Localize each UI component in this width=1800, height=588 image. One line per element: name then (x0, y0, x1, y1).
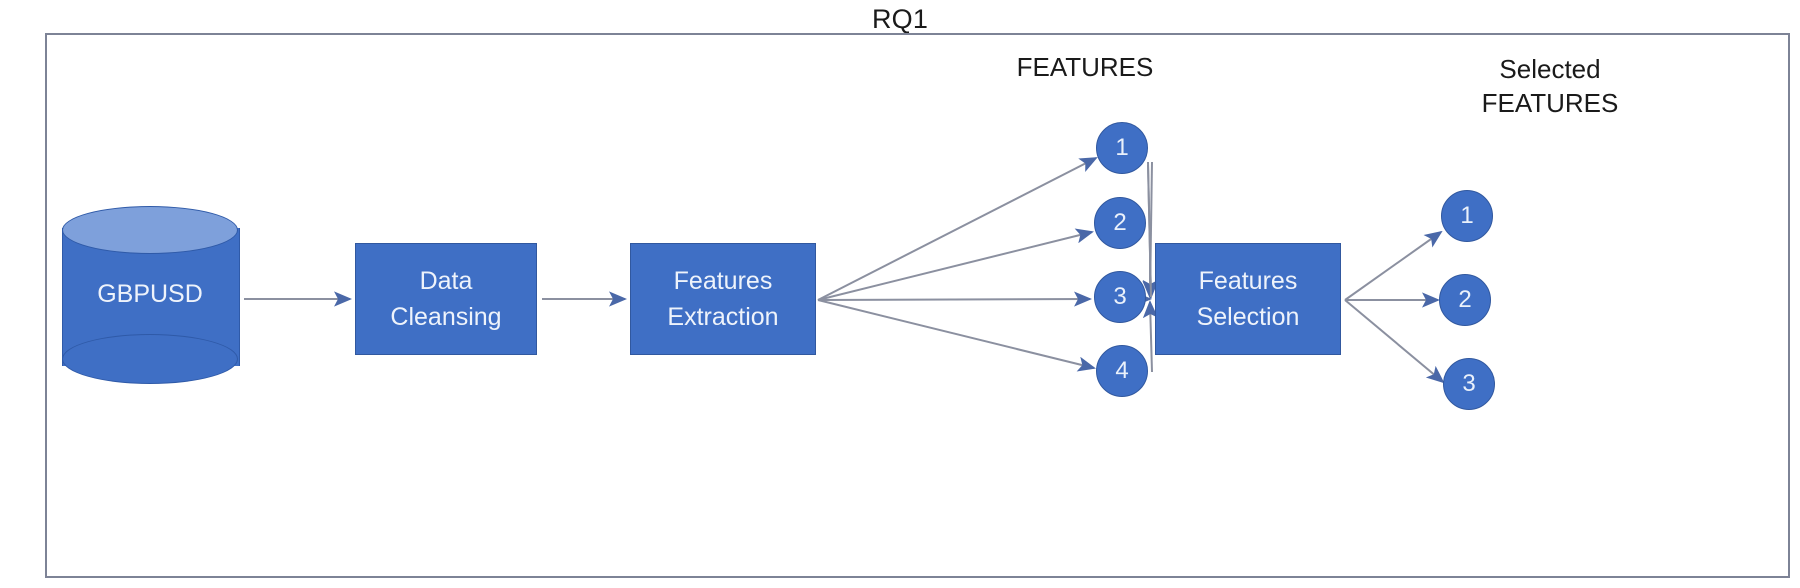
stage-label-line2: Cleansing (390, 303, 502, 331)
page-title: RQ1 (871, 4, 929, 34)
stage-label-line2: Selection (1196, 303, 1300, 331)
stage-label-line1: Features (1198, 267, 1298, 295)
selected-feature-node-label: 1 (1460, 202, 1474, 229)
selected-feature-node-3[interactable]: 3 (1443, 358, 1495, 410)
datasource-label: GBPUSD (97, 280, 203, 308)
feature-node-label: 2 (1113, 209, 1127, 236)
stage-features-extraction[interactable]: Features Extraction (630, 243, 816, 355)
stage-data-cleansing[interactable]: Data Cleansing (355, 243, 537, 355)
stage-features-selection[interactable]: Features Selection (1155, 243, 1341, 355)
feature-node-3[interactable]: 3 (1094, 271, 1146, 323)
stage-label-line1: Data (419, 267, 473, 295)
feature-node-label: 4 (1115, 357, 1129, 384)
stage-label-line1: Features (673, 267, 773, 295)
diagram-frame (45, 33, 1790, 578)
cylinder-top (62, 206, 238, 254)
feature-node-2[interactable]: 2 (1094, 197, 1146, 249)
selected-feature-node-label: 2 (1458, 286, 1472, 313)
datasource-cylinder[interactable]: GBPUSD (62, 206, 240, 388)
selected-features-label-line1: Selected (1499, 54, 1601, 84)
cylinder-bottom (62, 334, 238, 384)
selected-feature-node-label: 3 (1462, 370, 1476, 397)
feature-node-label: 1 (1115, 134, 1129, 161)
feature-node-1[interactable]: 1 (1096, 122, 1148, 174)
selected-features-group-label: Selected FEATURES (1400, 52, 1700, 120)
feature-node-label: 3 (1113, 283, 1127, 310)
features-group-label: FEATURES (1016, 52, 1154, 82)
stage-label-line2: Extraction (667, 303, 779, 331)
feature-node-4[interactable]: 4 (1096, 345, 1148, 397)
selected-feature-node-1[interactable]: 1 (1441, 190, 1493, 242)
selected-features-label-line2: FEATURES (1481, 88, 1619, 118)
selected-feature-node-2[interactable]: 2 (1439, 274, 1491, 326)
